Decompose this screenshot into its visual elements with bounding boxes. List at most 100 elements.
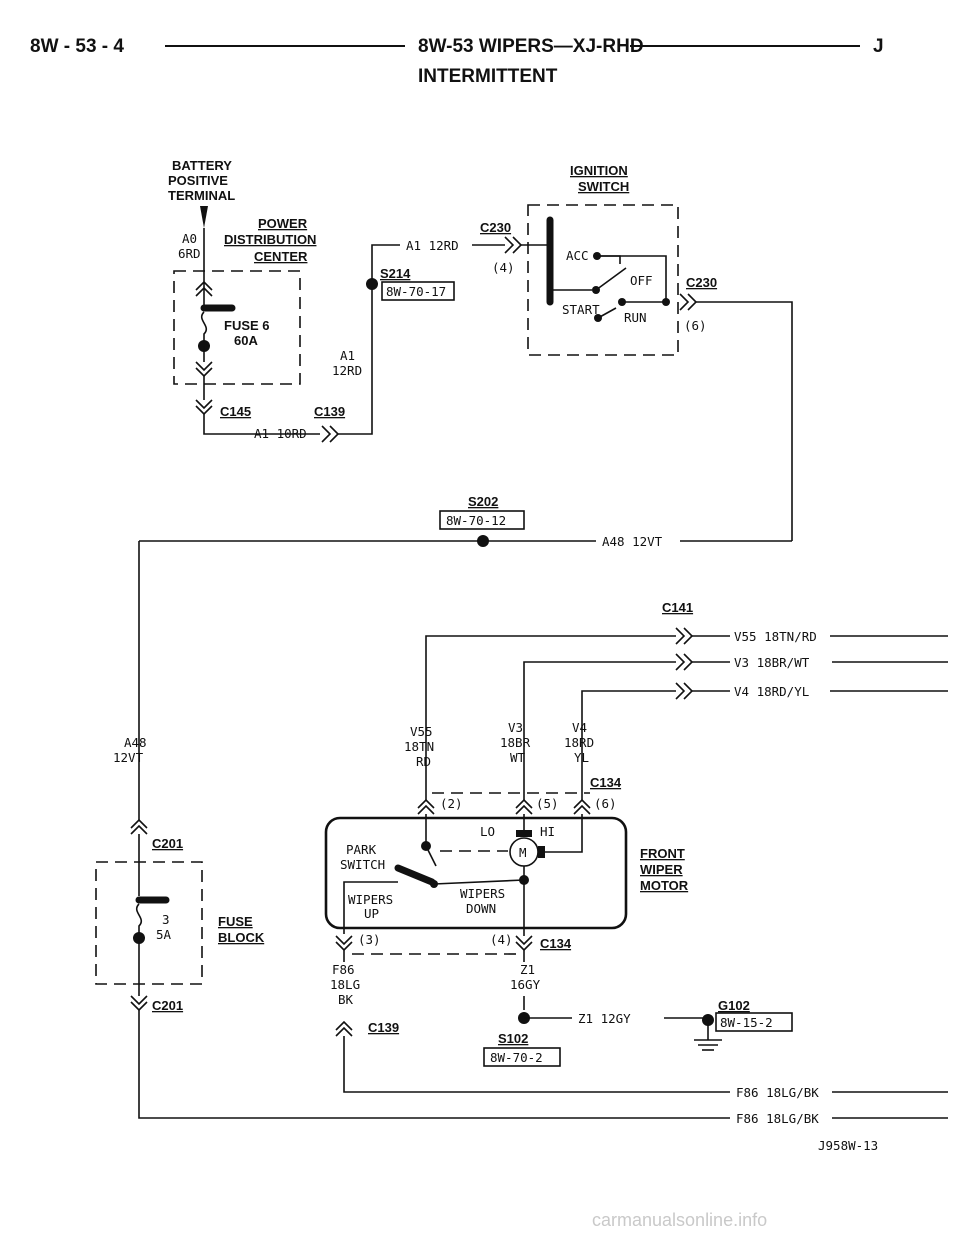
connector-c139-bottom: C139 <box>368 1020 399 1035</box>
connector-c230-right: C230 <box>686 275 717 290</box>
watermark: carmanualsonline.info <box>592 1210 767 1230</box>
wire-f86-18lg-bk-2: F86 18LG/BK <box>736 1111 819 1126</box>
svg-text:POSITIVE: POSITIVE <box>168 173 228 188</box>
connector-c201-bottom: C201 <box>152 998 183 1013</box>
svg-text:RUN: RUN <box>624 310 647 325</box>
svg-text:FUSE: FUSE <box>218 914 253 929</box>
wire-z1-12gy: Z1 12GY <box>578 1011 631 1026</box>
svg-text:RD: RD <box>416 754 431 769</box>
splice-s214: A1 12RD A1 12RD S214 8W-70-17 <box>332 238 505 378</box>
wire-a1-12rd: A1 12RD <box>406 238 459 253</box>
svg-text:CENTER: CENTER <box>254 249 308 264</box>
motor-output-wires: F86 18LG BK C139 F86 18LG/BK Z1 16GY Z1 … <box>330 950 948 1100</box>
svg-text:12VT: 12VT <box>113 750 144 765</box>
figure-id: J958W-13 <box>818 1138 878 1153</box>
svg-text:TERMINAL: TERMINAL <box>168 188 235 203</box>
svg-text:S214: S214 <box>380 266 411 281</box>
wire-v3-18br-wt: V3 18BR/WT <box>734 655 810 670</box>
fuse-3-rating: 5A <box>156 927 172 942</box>
connector-c141: C141 V55 18TN/RD V3 18BR/WT V4 18RD/YL <box>425 600 948 800</box>
svg-text:C141: C141 <box>662 600 693 615</box>
svg-text:18LG: 18LG <box>330 977 360 992</box>
svg-text:A1: A1 <box>340 348 355 363</box>
svg-text:(6): (6) <box>594 796 617 811</box>
svg-text:6RD: 6RD <box>178 246 201 261</box>
svg-text:MOTOR: MOTOR <box>640 878 689 893</box>
svg-text:12RD: 12RD <box>332 363 362 378</box>
section-letter: J <box>873 36 884 57</box>
svg-text:ACC: ACC <box>566 248 589 263</box>
svg-text:V55: V55 <box>410 724 433 739</box>
svg-text:WIPER: WIPER <box>640 862 683 877</box>
svg-text:START: START <box>562 302 600 317</box>
svg-text:YL: YL <box>574 750 589 765</box>
page-subtitle: INTERMITTENT <box>418 66 558 87</box>
connector-c139-top: C139 <box>314 404 345 419</box>
svg-text:DOWN: DOWN <box>466 901 496 916</box>
svg-text:WIPERS: WIPERS <box>460 886 505 901</box>
svg-text:IGNITION: IGNITION <box>570 163 628 178</box>
svg-text:WIPERS: WIPERS <box>348 892 393 907</box>
page-header: 8W - 53 - 4 8W-53 WIPERS—XJ-RHD J INTERM… <box>30 36 884 87</box>
wire-f86-18lg-bk-1: F86 18LG/BK <box>736 1085 819 1100</box>
svg-text:LO: LO <box>480 824 495 839</box>
ign-pin-4: (4) <box>492 260 515 275</box>
fuse-block: C201 3 5A FUSE BLOCK C201 F86 18LG/BK <box>95 818 948 1126</box>
wire-v4-18rd-yl: V4 18RD/YL <box>734 684 809 699</box>
svg-text:A0: A0 <box>182 231 197 246</box>
svg-text:OFF: OFF <box>630 273 653 288</box>
connector-c145: C145 <box>220 404 251 419</box>
svg-text:V3: V3 <box>508 720 523 735</box>
svg-text:18BR: 18BR <box>500 735 531 750</box>
motor-symbol: M <box>519 845 527 860</box>
wire-a48-12vt: A48 12VT <box>602 534 663 549</box>
page-number: 8W - 53 - 4 <box>30 36 124 57</box>
svg-text:SWITCH: SWITCH <box>578 179 629 194</box>
motor-input-wire-labels: V55 18TN RD V3 18BR WT V4 18RD YL <box>404 720 594 769</box>
front-wiper-motor: C134 (2) (5) (6) M LO HI PARK SWITCH WIP… <box>324 775 689 955</box>
svg-text:(5): (5) <box>536 796 559 811</box>
splice-s202: S202 8W-70-12 A48 12VT A48 12VT <box>113 494 792 820</box>
svg-text:BK: BK <box>338 992 354 1007</box>
ground-g102: G102 8W-15-2 <box>694 998 793 1051</box>
svg-text:BATTERY: BATTERY <box>172 158 232 173</box>
connector-c134-top: C134 <box>590 775 622 790</box>
ref-8w-15-2: 8W-15-2 <box>720 1015 773 1030</box>
fuse-6-label: FUSE 6 <box>224 318 270 333</box>
connector-c230-top: C230 <box>480 220 511 235</box>
page-title: 8W-53 WIPERS—XJ-RHD <box>418 36 644 57</box>
wire-v55-18tn-rd: V55 18TN/RD <box>734 629 817 644</box>
svg-text:V4: V4 <box>572 720 587 735</box>
ign-pin-6: (6) <box>684 318 707 333</box>
svg-text:FRONT: FRONT <box>640 846 685 861</box>
svg-text:BLOCK: BLOCK <box>218 930 265 945</box>
ignition-switch: IGNITION SWITCH C230 (4) ACC OFF START R… <box>480 163 793 541</box>
svg-text:(3): (3) <box>358 932 381 947</box>
svg-text:18RD: 18RD <box>564 735 594 750</box>
svg-text:18TN: 18TN <box>404 739 434 754</box>
fuse-6-rating: 60A <box>234 333 258 348</box>
svg-text:(4): (4) <box>490 932 513 947</box>
svg-text:POWER: POWER <box>258 216 308 231</box>
svg-text:16GY: 16GY <box>510 977 541 992</box>
ref-8w-70-2: 8W-70-2 <box>490 1050 543 1065</box>
svg-text:SWITCH: SWITCH <box>340 857 385 872</box>
svg-text:HI: HI <box>540 824 555 839</box>
ref-8w-70-17: 8W-70-17 <box>386 284 446 299</box>
svg-text:UP: UP <box>364 906 379 921</box>
connector-c201-top: C201 <box>152 836 183 851</box>
power-distribution-center: POWER DISTRIBUTION CENTER A0 6RD FUSE 6 … <box>173 216 373 443</box>
ref-8w-70-12: 8W-70-12 <box>446 513 506 528</box>
svg-text:A48: A48 <box>124 735 147 750</box>
fuse-3-number: 3 <box>162 912 170 927</box>
svg-text:WT: WT <box>510 750 526 765</box>
svg-text:S102: S102 <box>498 1031 528 1046</box>
svg-text:F86: F86 <box>332 962 355 977</box>
svg-text:PARK: PARK <box>346 842 377 857</box>
svg-text:S202: S202 <box>468 494 498 509</box>
svg-text:Z1: Z1 <box>520 962 535 977</box>
svg-text:(2): (2) <box>440 796 463 811</box>
svg-text:DISTRIBUTION: DISTRIBUTION <box>224 232 316 247</box>
connector-c134-bottom: C134 <box>540 936 572 951</box>
